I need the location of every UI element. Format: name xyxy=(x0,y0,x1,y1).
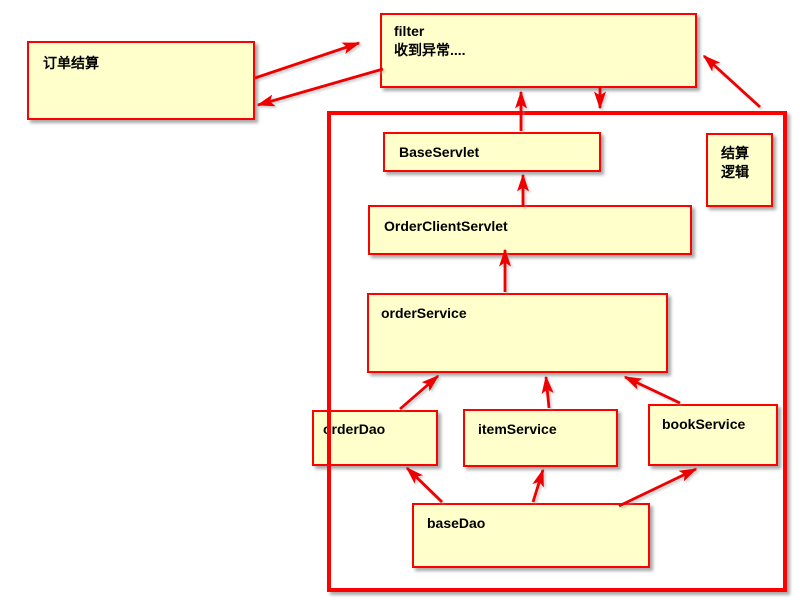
node-filter-label-line1: filter xyxy=(394,23,425,39)
arrow-base-dao-to-item-service xyxy=(531,468,545,503)
module-container-frame xyxy=(327,111,787,592)
node-order-client-servlet: OrderClientServlet xyxy=(368,205,692,255)
arrow-base-dao-to-order-dao xyxy=(405,466,443,504)
arrow-book-service-to-order-service xyxy=(623,375,681,405)
node-order-dao-label: orderDao xyxy=(323,421,386,437)
node-base-servlet-label: BaseServlet xyxy=(399,144,480,160)
arrow-item-service-to-order-service xyxy=(541,375,554,409)
node-order-settlement-label: 订单结算 xyxy=(43,55,99,71)
node-order-settlement: 订单结算 xyxy=(27,41,255,120)
node-order-service-label: orderService xyxy=(381,305,467,321)
arrow-order-settlement-to-filter xyxy=(254,41,361,80)
node-settlement-logic: 结算 逻辑 xyxy=(706,133,773,207)
node-base-dao-label: baseDao xyxy=(427,515,486,531)
node-book-service-label: bookService xyxy=(662,416,746,432)
node-base-dao: baseDao xyxy=(412,503,650,568)
node-book-service: bookService xyxy=(648,404,778,466)
node-filter: filter 收到异常.... xyxy=(380,13,697,88)
arrow-container-to-filter xyxy=(702,54,761,109)
node-order-dao: orderDao xyxy=(312,410,438,466)
node-item-service: itemService xyxy=(463,409,618,467)
node-settlement-logic-line2: 逻辑 xyxy=(721,164,749,180)
arrow-filter-to-order-settlement xyxy=(256,67,384,107)
node-settlement-logic-line1: 结算 xyxy=(721,145,749,161)
node-order-client-servlet-label: OrderClientServlet xyxy=(384,218,508,234)
node-base-servlet: BaseServlet xyxy=(383,132,601,172)
node-item-service-label: itemService xyxy=(478,421,557,437)
arrow-base-dao-to-book-service xyxy=(618,467,698,508)
arrow-order-dao-to-order-service xyxy=(399,374,440,411)
node-order-service: orderService xyxy=(367,293,668,373)
node-filter-label-line2: 收到异常.... xyxy=(394,42,466,58)
